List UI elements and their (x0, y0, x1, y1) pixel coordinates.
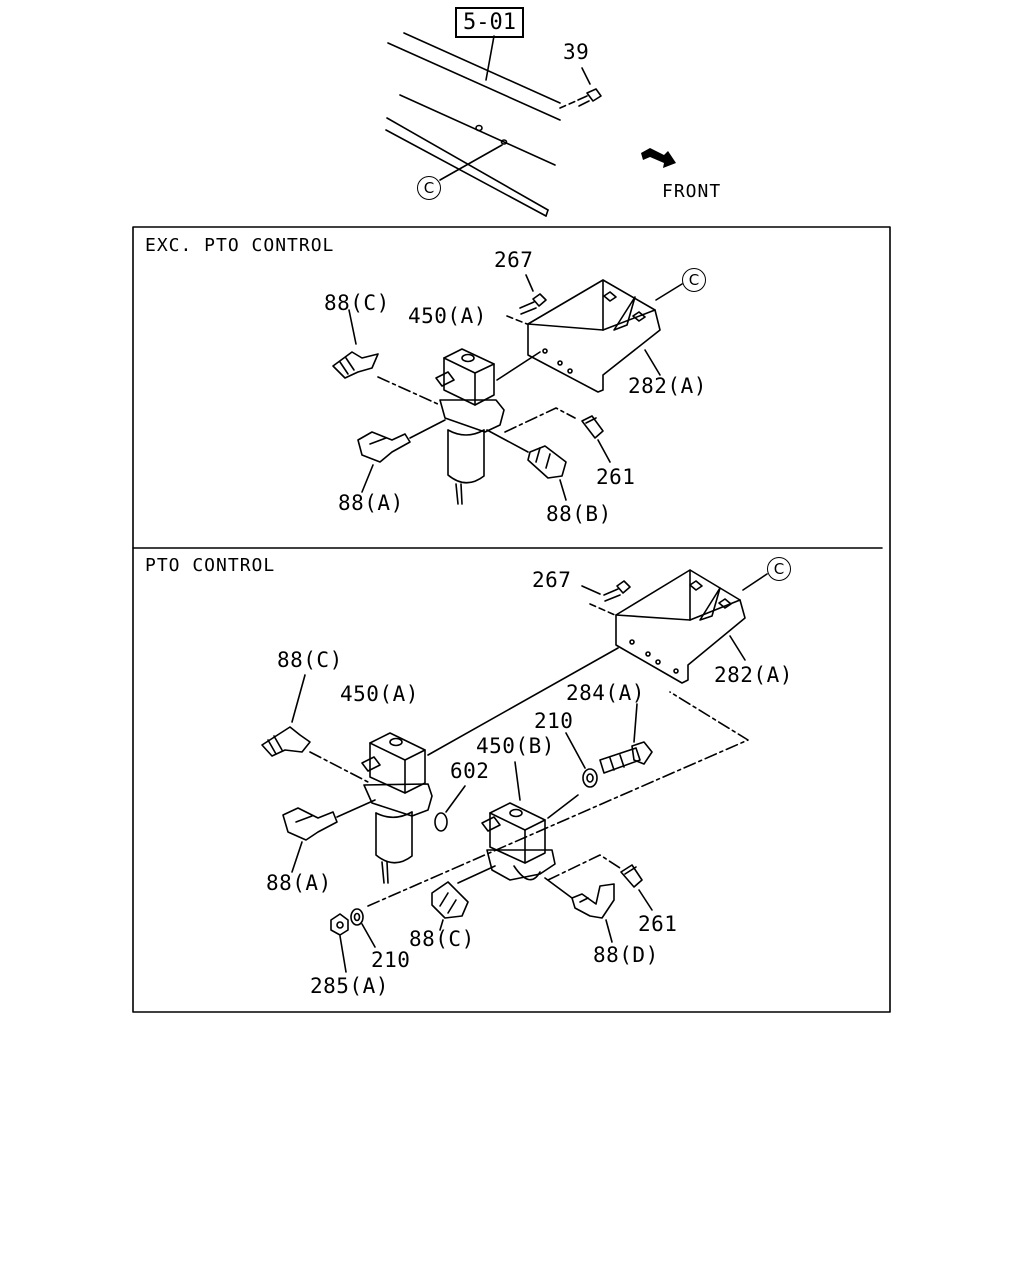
bracket-282a-panel2 (615, 569, 746, 684)
label-282a-p1: 282(A) (628, 374, 707, 398)
panel-title-exc-pto: EXC. PTO CONTROL (145, 235, 335, 256)
label-450b-p2: 450(B) (476, 734, 555, 758)
label-88c-bottom-p2: 88(C) (409, 927, 475, 951)
plug-261-panel2 (547, 854, 653, 911)
label-210-top-p2: 210 (534, 709, 574, 733)
connector-leader-panel1 (655, 283, 683, 301)
bolt-centerline (367, 691, 749, 907)
fitting-88a-panel2 (282, 799, 376, 873)
fitting-88b-panel1 (486, 429, 567, 501)
valve-450b-panel2 (481, 761, 579, 881)
valve-450a-panel1 (435, 348, 541, 505)
bolt-267-panel2 (581, 580, 631, 616)
label-210-bottom-p2: 210 (371, 948, 411, 972)
bolt-284a-panel2 (599, 703, 653, 774)
label-450a-p1: 450(A) (408, 304, 487, 328)
fitting-88c-bottom-panel2 (431, 865, 496, 931)
ref-leader-line (485, 35, 495, 81)
label-88b-p1: 88(B) (546, 502, 612, 526)
label-bolt-39: 39 (563, 40, 590, 64)
front-label: FRONT (662, 181, 722, 202)
bracket-leader-panel2 (729, 635, 746, 661)
fitting-88c-top-panel2 (261, 674, 369, 783)
panel-outline (132, 226, 891, 1013)
frame-rail (385, 32, 561, 217)
oring-602 (434, 785, 466, 832)
connector-c-top: C (417, 176, 441, 200)
label-450a-p2: 450(A) (340, 682, 419, 706)
label-88a-p2: 88(A) (266, 871, 332, 895)
valve-450a-panel2 (361, 647, 619, 884)
nut-285a (330, 913, 349, 973)
label-285a-p2: 285(A) (310, 974, 389, 998)
fitting-88c-panel1 (332, 309, 441, 406)
label-88d-p2: 88(D) (593, 943, 659, 967)
label-88a-p1: 88(A) (338, 491, 404, 515)
washer-210-bottom (350, 908, 376, 948)
connector-leader-panel2 (742, 573, 768, 591)
bolt-267-panel1 (506, 274, 547, 325)
connector-c-p2: C (767, 557, 791, 581)
label-261-p1: 261 (596, 465, 636, 489)
plug-261-panel1 (504, 407, 611, 463)
reference-box[interactable]: 5-01 (455, 7, 524, 38)
connector-c-p1: C (682, 268, 706, 292)
washer-210-top (565, 732, 598, 788)
panel-title-pto: PTO CONTROL (145, 555, 276, 576)
label-284a-p2: 284(A) (566, 681, 645, 705)
label-261-p2: 261 (638, 912, 678, 936)
front-arrow (641, 148, 676, 168)
fitting-88d-panel2 (544, 877, 615, 943)
label-602-p2: 602 (450, 759, 490, 783)
bolt-39 (559, 67, 602, 109)
label-267-p2: 267 (532, 568, 572, 592)
fitting-88a-panel1 (357, 419, 446, 493)
bracket-leader-panel1 (644, 349, 661, 376)
label-88c-p1: 88(C) (324, 291, 390, 315)
label-282a-p2: 282(A) (714, 663, 793, 687)
label-88c-top-p2: 88(C) (277, 648, 343, 672)
label-267-p1: 267 (494, 248, 534, 272)
bracket-282a-panel1 (527, 279, 661, 393)
